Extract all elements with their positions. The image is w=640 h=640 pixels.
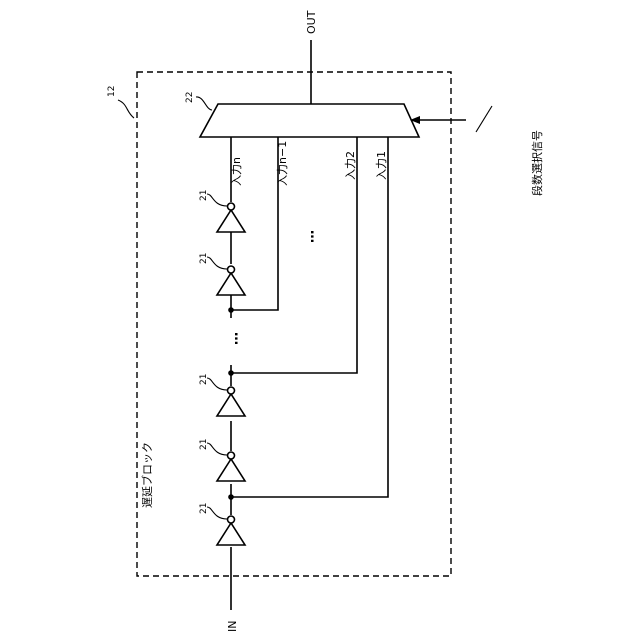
inverter-triangle xyxy=(217,394,245,416)
input-2-wire xyxy=(231,137,357,373)
inverter-triangle xyxy=(217,523,245,545)
inputs-ellipsis: … xyxy=(307,230,322,245)
inverter-ref-leader xyxy=(207,443,227,455)
inverter: 21 xyxy=(199,253,245,295)
inverter-triangle xyxy=(217,273,245,295)
inverter-ref-leader xyxy=(207,507,227,519)
inverter-bubble xyxy=(228,203,235,210)
inverter-ref-leader xyxy=(207,378,227,390)
out-label: OUT xyxy=(305,10,318,34)
inverter-ref-leader xyxy=(207,194,227,206)
inverter-ref-label: 21 xyxy=(199,190,209,201)
inverter-bubble xyxy=(228,266,235,273)
stage-select-label: 段数選択信号 xyxy=(530,130,544,196)
input-1-label: 入力1 xyxy=(375,151,388,180)
inverter-group: 21 21 21 21 21 xyxy=(199,190,245,545)
block-ref-leader xyxy=(118,100,134,118)
junction-n-1 xyxy=(228,307,234,313)
block-ref-label: 12 xyxy=(107,86,117,97)
mux-ref-leader xyxy=(196,97,212,110)
stage-selector-mux xyxy=(200,104,419,137)
inverter-ref-label: 21 xyxy=(199,374,209,385)
inverter-triangle xyxy=(217,210,245,232)
inverter-ref-label: 21 xyxy=(199,503,209,514)
inverter-bubble xyxy=(228,452,235,459)
inverter: 21 xyxy=(199,439,245,481)
input-1-wire xyxy=(231,137,388,497)
delay-block-boundary xyxy=(137,72,451,576)
inverter-triangle xyxy=(217,459,245,481)
inverter-ref-label: 21 xyxy=(199,253,209,264)
inverter: 21 xyxy=(199,503,245,545)
inverter: 21 xyxy=(199,190,245,232)
bus-slash xyxy=(476,106,492,132)
inverter-bubble xyxy=(228,387,235,394)
delay-block-label: 遅延ブロック xyxy=(140,442,154,508)
inverter-bubble xyxy=(228,516,235,523)
chain-ellipsis: … xyxy=(231,332,246,347)
input-n-label: 入力n xyxy=(230,157,243,186)
in-label: IN xyxy=(226,621,239,632)
inverter-ref-label: 21 xyxy=(199,439,209,450)
inverter-ref-leader xyxy=(207,257,227,269)
mux-ref-label: 22 xyxy=(185,92,195,103)
junction-2 xyxy=(228,370,234,376)
input-2-label: 入力2 xyxy=(344,151,357,180)
inverter: 21 xyxy=(199,374,245,416)
input-n-1-label: 入力n−1 xyxy=(276,141,289,186)
junction-1 xyxy=(228,494,234,500)
